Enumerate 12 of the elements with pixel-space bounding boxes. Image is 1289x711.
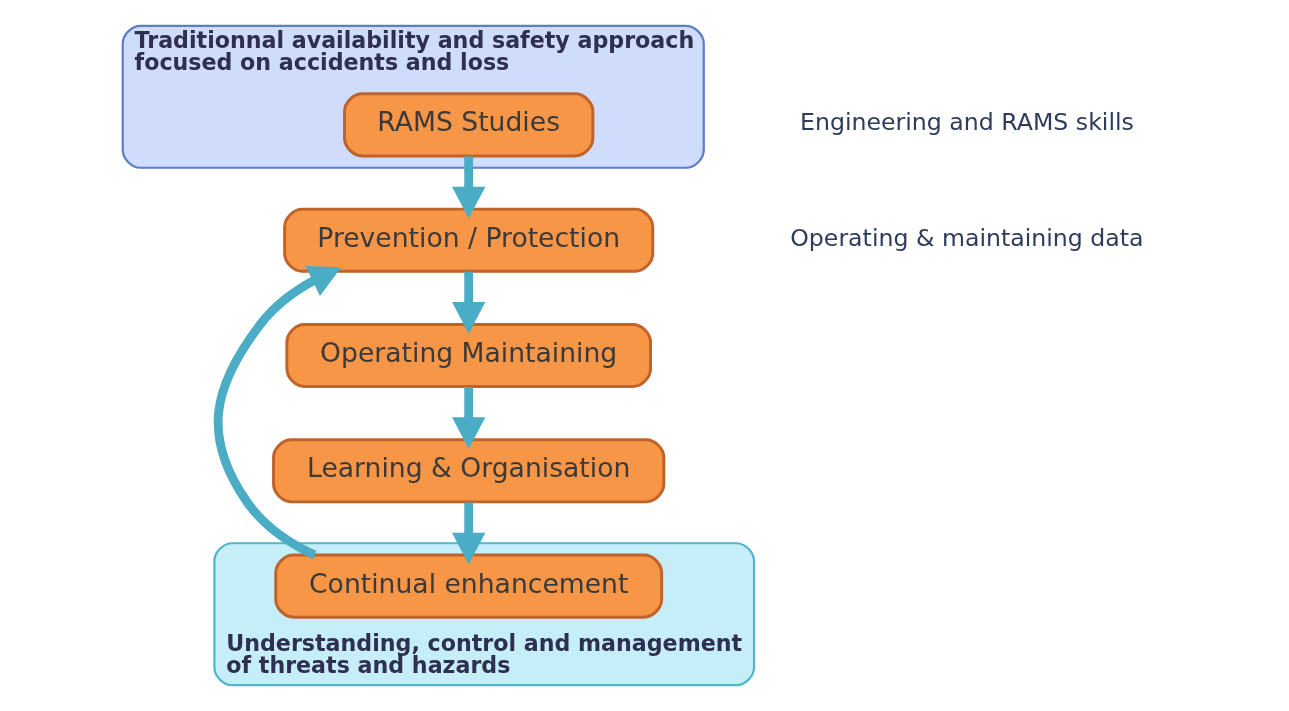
node-box: Prevention / Protection [282, 207, 654, 273]
arrow [451, 271, 485, 334]
arrow [451, 387, 485, 450]
arrow [451, 502, 485, 565]
node-box: RAMS Studies [342, 92, 594, 158]
label: Engineering and RAMS skills [799, 108, 1134, 137]
node-box: Learning & Organisation [271, 438, 665, 504]
node-box: Continual enhancement [273, 553, 663, 619]
node-box: Operating Maintaining [284, 322, 652, 389]
arrow [451, 156, 485, 219]
label: Operating & maintaining data [789, 223, 1144, 252]
arrow [213, 265, 341, 559]
